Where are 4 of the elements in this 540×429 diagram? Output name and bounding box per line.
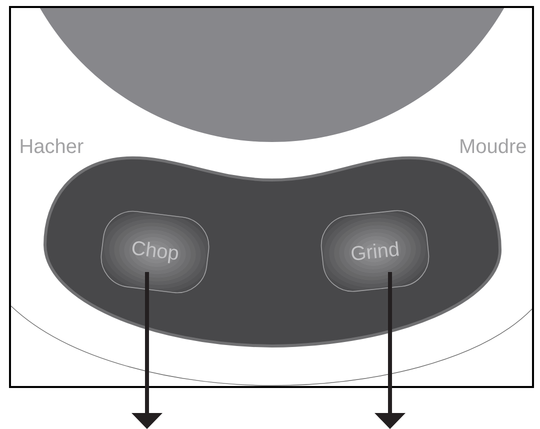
side-label: Hacher [20,138,84,154]
button: Grind [320,210,430,292]
button: Chop [100,210,210,294]
side-label: Moudre [460,138,526,154]
